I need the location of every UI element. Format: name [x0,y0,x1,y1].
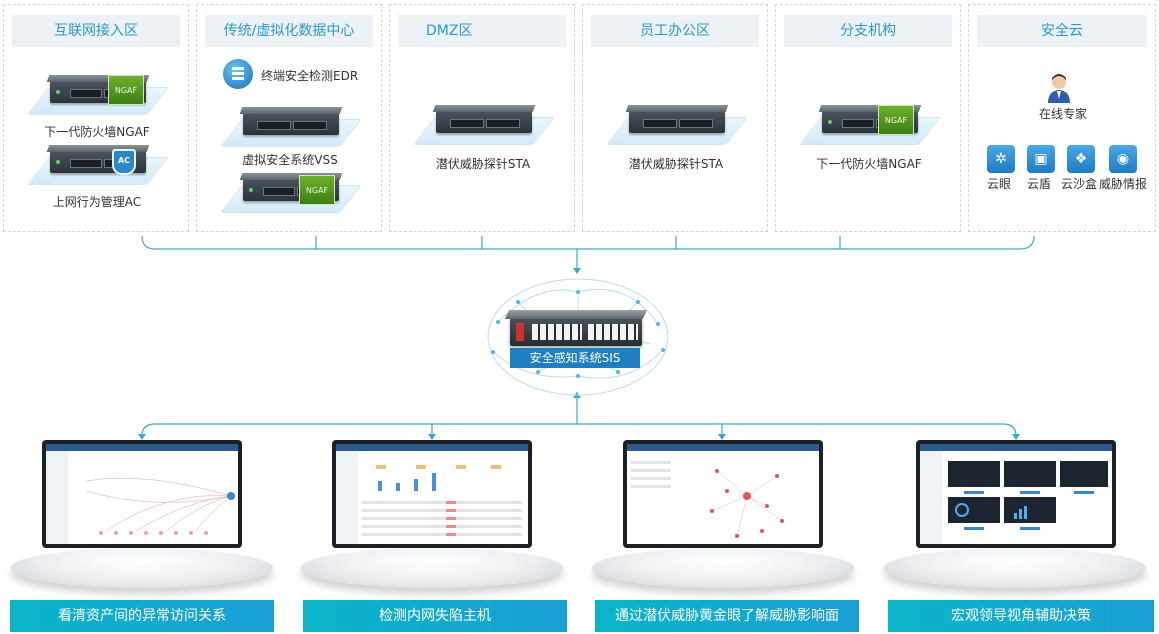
expert-label: 在线专家 [1038,107,1087,121]
vss-device [243,113,339,135]
caption-threat-eye: 通过潜伏威胁黄金眼了解威胁影响面 [595,600,859,632]
shield-icon: AC [112,149,136,175]
cloud-label: 威胁情报 [1099,177,1148,191]
cloud-label: 云沙盒 [1061,177,1098,191]
zone-internet-access: 互联网接入区 NGAF 下一代防火墙NGAF AC 上网行为管理AC [3,4,189,232]
sis-appliance [504,310,648,346]
display-pedestal [592,548,854,588]
threat-intel-icon: ◉ [1109,145,1137,173]
device-label: 虚拟安全系统VSS [242,153,338,167]
monitor-asset-relations [42,440,242,548]
device-label: 潜伏威胁探针STA [435,157,531,171]
host-list-thumbnail [336,451,522,544]
device-label: 下一代防火墙NGAF [44,125,150,139]
zone-title: DMZ区 [398,15,566,47]
caption-asset-relations: 看清资产间的异常访问关系 [10,600,274,632]
relation-graph-thumbnail [46,451,235,544]
cloud-label: 云眼 [987,177,1012,191]
firewall-icon: NGAF [299,175,335,205]
device-label: 潜伏威胁探针STA [628,157,724,171]
zone-title: 分支机构 [784,15,952,47]
monitor-compromised-hosts [332,440,532,548]
firewall-icon: NGAF [878,105,914,135]
zone-title: 传统/虚拟化数据中心 [205,15,373,47]
caption-compromised-hosts: 检测内网失陷主机 [303,600,567,632]
monitor-executive-view [916,440,1116,548]
cloud-sandbox-icon: ❖ [1067,145,1095,173]
zone-security-cloud: 安全云 在线专家 ✲ ▣ ❖ ◉ 云眼 云盾 云沙盒 威胁情报 [968,4,1156,232]
dashboard-thumbnail [920,451,1108,544]
firewall-icon: NGAF [108,75,144,105]
zone-data-center: 传统/虚拟化数据中心 终端安全检测EDR 虚拟安全系统VSS NGAF [196,4,382,232]
zone-office: 员工办公区 潜伏威胁探针STA [582,4,768,232]
cloud-shield-icon: ▣ [1027,145,1055,173]
sis-label: 安全感知系统SIS [510,348,640,368]
threat-graph-thumbnail [631,461,784,538]
display-pedestal [301,548,563,588]
cloud-label: 云盾 [1027,177,1052,191]
cloud-eye-icon: ✲ [987,145,1015,173]
device-label: 下一代防火墙NGAF [816,157,922,171]
monitor-threat-eye [623,440,823,548]
zone-title: 员工办公区 [591,15,759,47]
zone-branch: 分支机构 NGAF 下一代防火墙NGAF [775,4,961,232]
device-label: 上网行为管理AC [52,195,142,209]
display-pedestal [884,548,1146,588]
expert-icon [1048,74,1070,103]
edr-label: 终端安全检测EDR [261,69,359,83]
sta-device [629,111,725,133]
zone-title: 互联网接入区 [12,15,180,47]
display-pedestal [11,548,273,588]
zone-title: 安全云 [977,15,1147,47]
zone-dmz: DMZ区 潜伏威胁探针STA [389,4,575,232]
sta-device [436,111,532,133]
caption-executive-view: 宏观领导视角辅助决策 [888,600,1154,632]
endpoint-icon [223,59,253,89]
